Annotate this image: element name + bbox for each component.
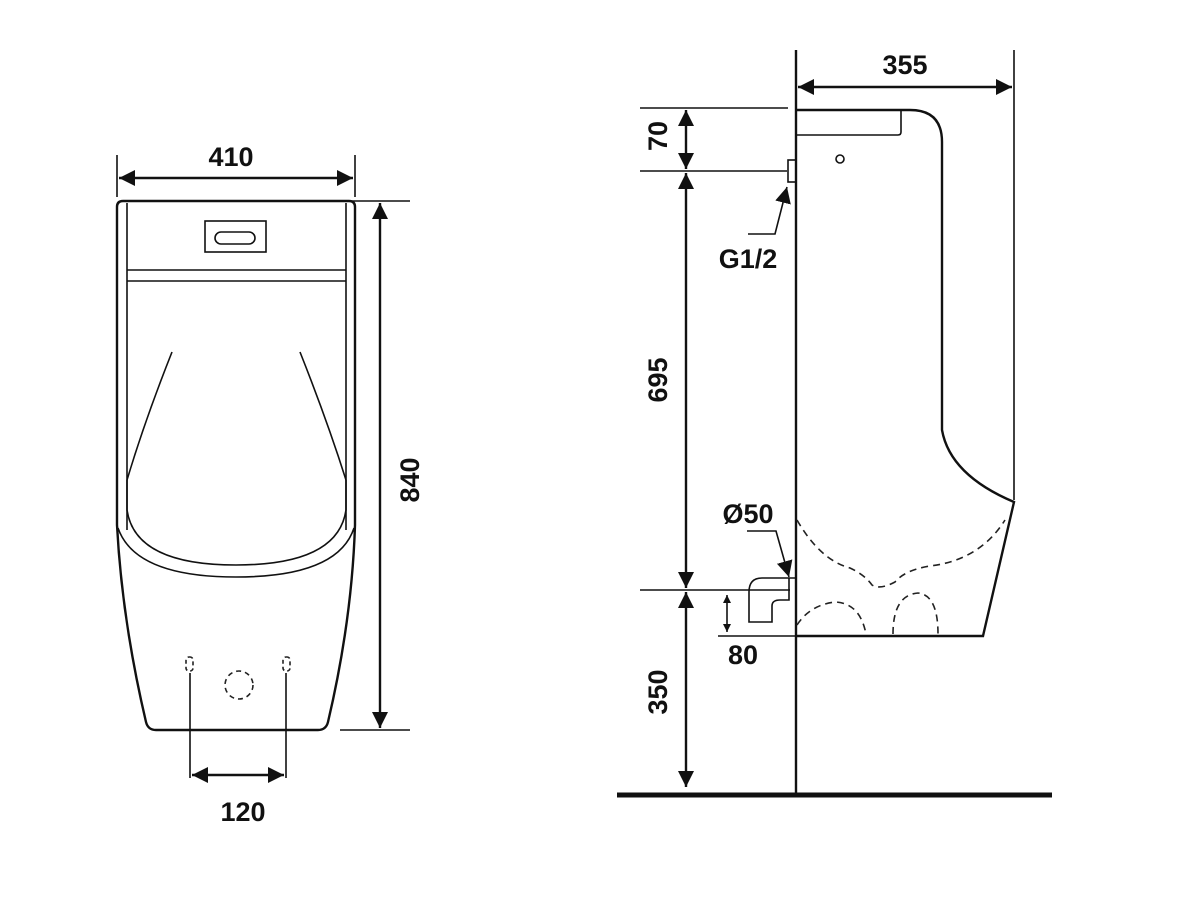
side-outline [796,108,1016,638]
sensor-dot [835,154,845,164]
trap-dashed-upper [796,519,1006,588]
bowl-outer-rim [117,527,355,578]
mount-hole-right [282,656,291,672]
trap-dashed-left [796,601,867,635]
inlet-leader [748,186,791,235]
side-view: 355 70 695 350 G1/2 Ø50 80 [617,50,1052,798]
outlet-pipe [748,577,796,623]
front-view: 410 840 120 [115,142,425,827]
drain-outlet [224,670,254,700]
inlet-to-outlet-label: 695 [643,357,673,402]
outlet-offset-label: 80 [728,640,758,670]
bowl-right-edge [299,351,347,481]
bowl-left-edge [126,351,173,481]
inlet-offset-label: 70 [643,121,673,151]
outlet-height-label: 350 [643,669,673,714]
top-shelf [796,110,902,136]
flush-sensor-panel [204,220,267,253]
width-label: 410 [208,142,253,172]
inlet-thread-label: G1/2 [719,244,778,274]
depth-label: 355 [882,50,927,80]
mount-spacing-label: 120 [220,797,265,827]
bowl-inner-rim [126,480,347,566]
sensor-window [214,231,256,245]
front-outline [115,199,357,732]
water-inlet [787,159,797,183]
height-label: 840 [395,457,425,502]
mount-hole-left [185,656,194,672]
trap-dashed-right [892,592,939,635]
outlet-leader [747,530,793,578]
outlet-diameter-label: Ø50 [722,499,773,529]
